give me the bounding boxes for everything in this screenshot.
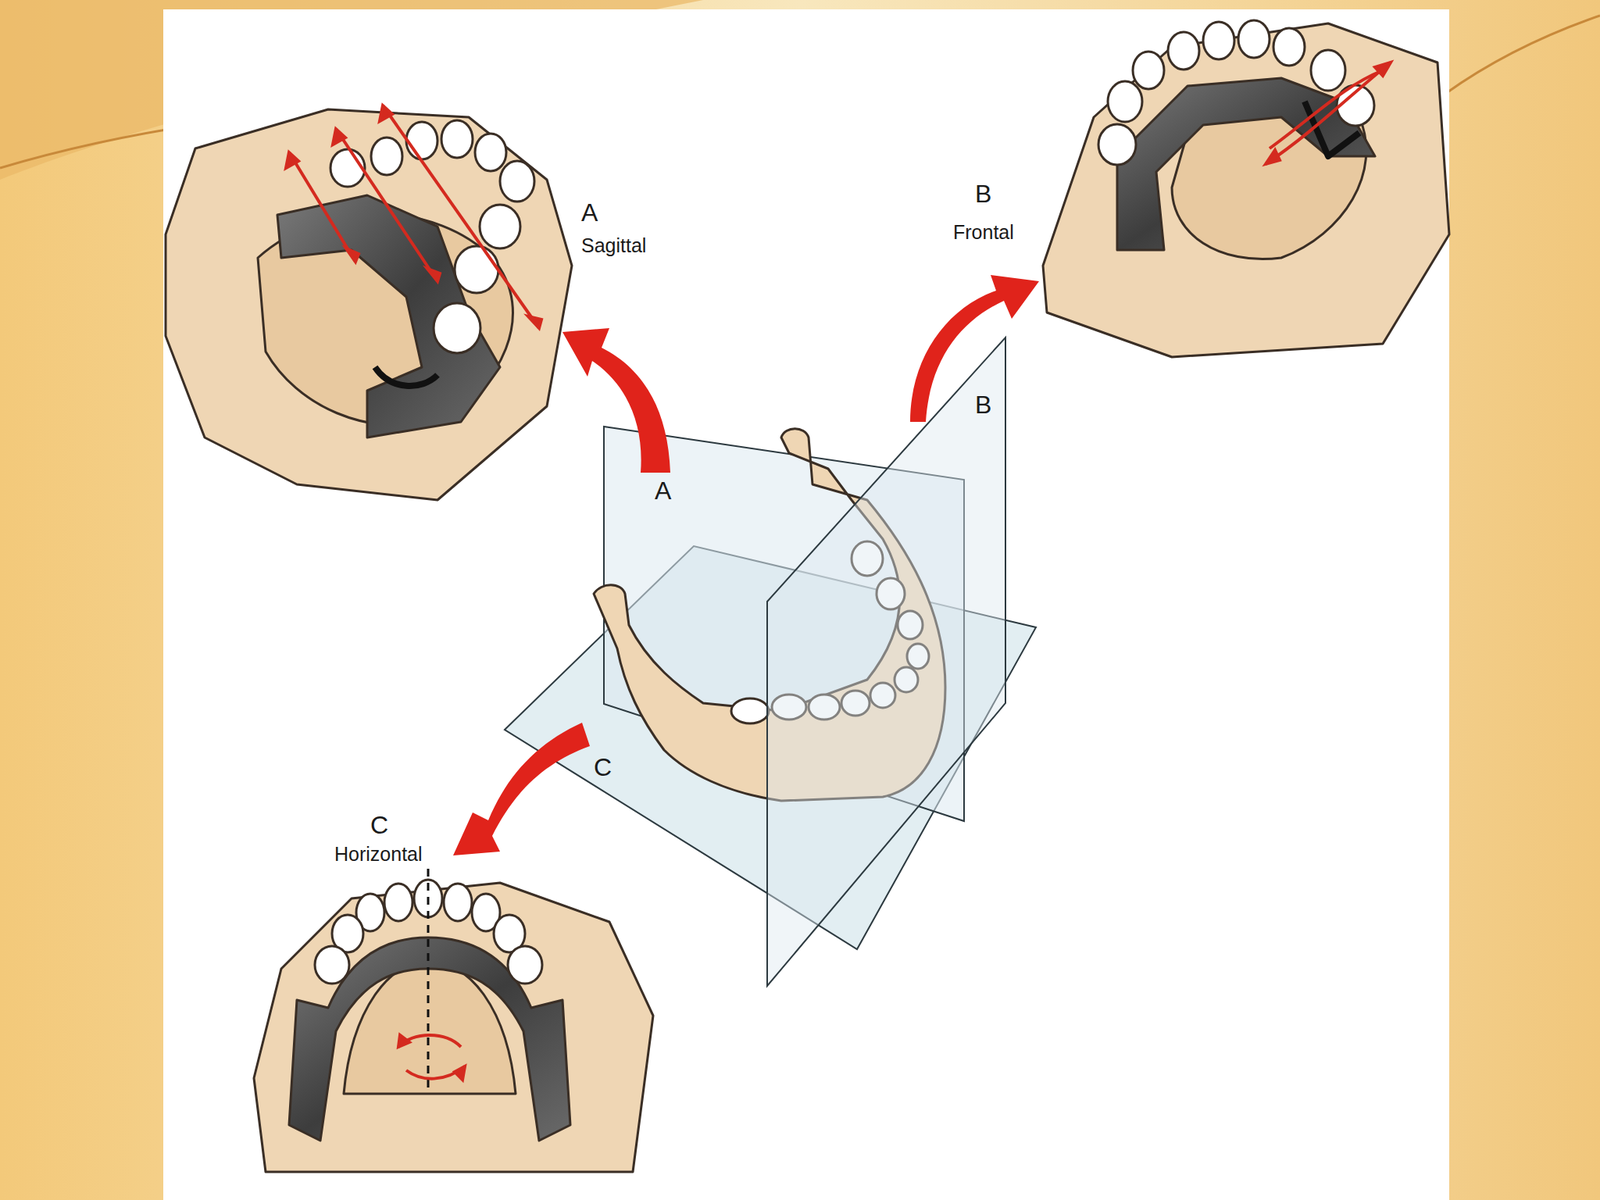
arrow-head	[379, 105, 393, 122]
tooth	[731, 698, 769, 724]
plane-letter: A	[581, 200, 598, 225]
arrow-head	[398, 1035, 410, 1047]
cast-frontal	[1042, 20, 1450, 358]
teeth	[330, 120, 535, 354]
cast-horizontal	[253, 879, 654, 1172]
cast-base	[1042, 23, 1450, 358]
view-label: Frontal	[953, 222, 1015, 243]
view-label: Horizontal	[334, 844, 423, 865]
tooth	[1132, 51, 1165, 90]
arrow-head	[528, 316, 542, 329]
tooth	[433, 303, 481, 354]
tooth	[441, 120, 473, 158]
plane-letter: B	[975, 392, 992, 418]
axis-dashed-line	[427, 868, 430, 1094]
arrow-head	[427, 268, 440, 282]
framework	[1117, 78, 1375, 250]
arrow-head	[346, 248, 359, 262]
plane-letter: A	[654, 478, 672, 504]
tooth	[1273, 28, 1305, 66]
rotation-arrows-sagittal	[285, 105, 542, 329]
axis-arrow	[382, 105, 540, 329]
pointer-arrow	[910, 275, 1040, 422]
rotation-arrow	[398, 1035, 461, 1047]
rotation-arrows-horizontal	[398, 1035, 465, 1080]
tooth	[475, 133, 507, 172]
clasp	[375, 367, 438, 386]
arrow-head	[285, 152, 299, 168]
axis-arrow	[335, 128, 438, 282]
tooth	[500, 160, 535, 202]
cast-base	[253, 882, 654, 1172]
arrow-head	[332, 128, 346, 145]
tooth	[1310, 50, 1346, 91]
tooth	[384, 883, 413, 922]
decor-swoosh	[1445, 15, 1600, 94]
plane-letter: B	[975, 181, 992, 207]
teeth	[1098, 20, 1375, 165]
rotation-arrows-frontal	[1265, 62, 1391, 165]
tooth	[314, 946, 350, 984]
tooth	[507, 946, 543, 984]
arrow-head	[454, 1066, 465, 1080]
tooth	[1098, 124, 1136, 165]
cast-sagittal	[165, 109, 572, 500]
pointer-arrow	[453, 722, 590, 856]
plane-letter: C	[593, 754, 612, 780]
tooth	[371, 137, 403, 175]
pointer-arrow	[562, 328, 671, 473]
tooth	[1203, 21, 1235, 60]
pointer-arrows	[453, 275, 1040, 856]
arrow-head	[1265, 150, 1280, 165]
white-panel	[163, 9, 1450, 1200]
tooth	[454, 246, 499, 293]
plane-letter: C	[370, 812, 389, 838]
tooth	[479, 204, 521, 249]
cast-base	[165, 109, 572, 500]
tooth	[1238, 20, 1270, 58]
axis-arrow	[289, 152, 356, 262]
tooth	[1167, 32, 1200, 70]
frontal-plane	[767, 337, 1006, 986]
framework	[277, 195, 500, 438]
tooth	[1107, 81, 1143, 122]
rotation-arrow	[1265, 62, 1391, 165]
rotation-arrow	[1269, 70, 1383, 149]
tooth	[443, 883, 472, 922]
arrow-head	[1375, 62, 1391, 76]
view-label: Sagittal	[581, 235, 647, 256]
tooth	[406, 121, 438, 160]
tooth	[330, 149, 365, 187]
framework	[289, 937, 571, 1141]
